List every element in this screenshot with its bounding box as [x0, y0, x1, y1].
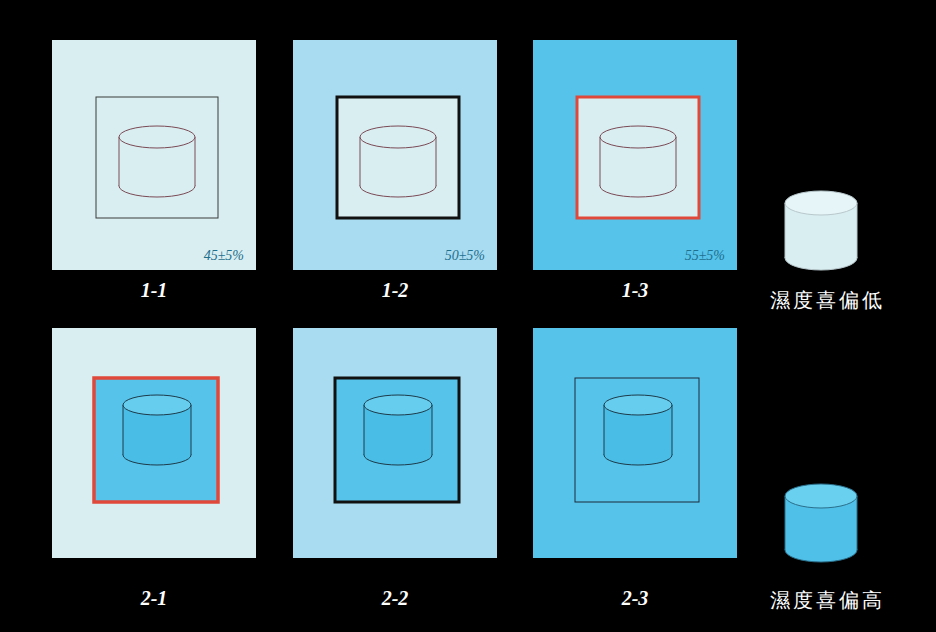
cylinder-icon: [123, 395, 191, 465]
inner-square: [96, 97, 218, 218]
cylinder-icon: [785, 191, 857, 270]
cylinder-icon: [785, 484, 857, 562]
humidity-panel: 2-1: [52, 328, 256, 558]
humidity-panel: 2-3: [533, 328, 737, 558]
humidity-panel: 45±5%1-1: [52, 40, 256, 270]
panel-number: 1-3: [533, 278, 737, 302]
inner-square: [94, 378, 218, 502]
legend-caption: 濕度喜偏高: [742, 587, 912, 613]
inner-square: [337, 97, 459, 218]
humidity-panel: 2-2: [293, 328, 497, 558]
inner-square: [575, 378, 699, 502]
panel-ground: [52, 40, 256, 270]
cylinder-icon: [360, 126, 436, 197]
panel-number: 2-3: [533, 586, 737, 610]
inner-square: [577, 97, 699, 218]
humidity-panel: 50±5%1-2: [293, 40, 497, 270]
panel-number: 1-2: [293, 278, 497, 302]
inner-square: [335, 378, 459, 502]
legend-caption: 濕度喜偏低: [742, 287, 912, 313]
panel-ground: [52, 328, 256, 558]
humidity-panel: 55±5%1-3: [533, 40, 737, 270]
panel-ground: [293, 328, 497, 558]
cylinder-icon: [364, 395, 432, 465]
humidity-range: 55±5%: [685, 248, 725, 264]
panel-number: 2-2: [293, 586, 497, 610]
panel-ground: [533, 328, 737, 558]
panel-number: 2-1: [52, 586, 256, 610]
panel-ground: [533, 40, 737, 270]
humidity-range: 50±5%: [445, 248, 485, 264]
humidity-range: 45±5%: [204, 248, 244, 264]
cylinder-icon: [119, 126, 195, 197]
panel-number: 1-1: [52, 278, 256, 302]
cylinder-icon: [600, 126, 676, 197]
cylinder-icon: [604, 395, 672, 465]
panel-ground: [293, 40, 497, 270]
